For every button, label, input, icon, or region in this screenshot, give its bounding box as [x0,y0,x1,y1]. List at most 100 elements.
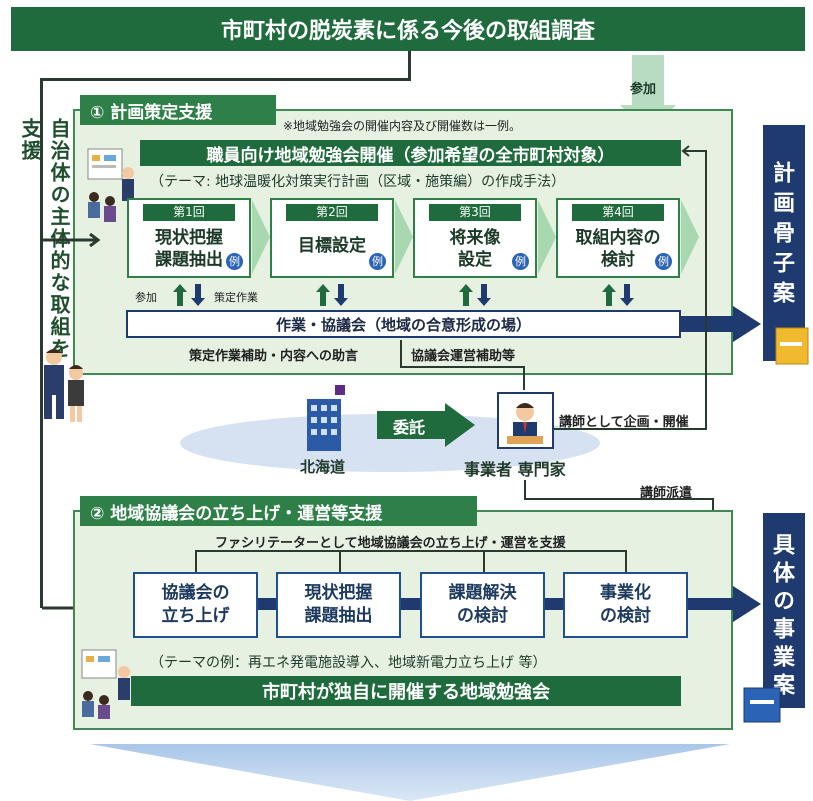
hokkaido-label: 北海道 [300,458,346,476]
session-title-line: 取組内容の [575,228,661,248]
session-title-line: 現状把握 [155,228,223,248]
right-bottom-box: 具体の事業案 [763,513,805,708]
step-title-line: 協議会の [161,583,230,603]
presenter-illustration [84,145,138,225]
section1-tab: ① 計画策定支援 [80,95,276,125]
lecturer-dispatch-label: 講師派遣 [640,486,693,501]
title-bar: 市町村の脱炭素に係る今後の取組調査 [11,7,805,51]
arrow-label-drafting: 策定作業 [214,291,258,304]
step-box-1: 協議会の立ち上げ [133,572,258,638]
dispatch-line [524,480,526,500]
session-number: 第1回 [143,204,235,221]
session-card-4: 第4回 取組内容の検討 例 [556,198,680,278]
support-connector [400,340,402,368]
book-icon [774,326,810,366]
session-number: 第2回 [286,204,378,221]
example-badge: 例 [512,253,529,270]
example-badge: 例 [369,253,386,270]
down-chevron-icon [90,744,730,801]
arrow-label-participate: 参加 [135,291,157,304]
support-connector [523,366,525,390]
facilitator-label: ファシリテーターとして地域協議会の立ち上げ・運営を支援 [215,536,566,551]
feedback-line [554,428,707,430]
step-title-line: 課題抽出 [304,606,373,626]
updown-arrows-icon [459,284,491,306]
left-arrowhead-icon [681,145,707,157]
concrete-project-label: 具体の事業案 [769,533,794,701]
building-icon [303,385,347,453]
step-box-2: 現状把握課題抽出 [276,572,401,638]
people-meeting-icon [81,649,130,719]
updown-arrows-icon [316,284,348,306]
session-card-3: 第3回 将来像設定 例 [413,198,537,278]
step-title-line: 立ち上げ [161,606,230,626]
plan-outline-label: 計画骨子案 [769,161,794,311]
support-label-right: 協議会運営補助等 [411,349,516,364]
feedback-line [705,150,707,430]
section1-tab-label: ① 計画策定支援 [90,102,213,123]
chevron-arrow [395,200,413,274]
dispatch-line [524,498,714,500]
section2-footer: 市町村が独自に開催する地域勉強会 [262,682,550,703]
step-box-4: 事業化の検討 [563,572,688,638]
right-top-box: 計画骨子案 [763,125,805,361]
right-arrowhead-icon [42,233,101,247]
section1-theme: （テーマ: 地球温暖化対策実行計画（区域・施策編）の作成手法） [150,174,566,190]
chevron-arrow [538,200,556,274]
expert-label: 事業者 専門家 [464,460,566,479]
right-arrow-icon [681,306,761,342]
right-arrow-icon [697,586,761,622]
step-title-line: 現状把握 [304,583,373,603]
connector-line [40,78,411,81]
theme-example: （テーマの例：再エネ発電施設導入、地域新電力立ち上げ 等） [150,655,547,671]
section1-heading-bar: 職員向け地域勉強会開催（参加希望の全市町村対象） [140,140,681,166]
section2-tab-label: ② 地域協議会の立ち上げ・運営等支援 [90,503,383,524]
expert-icon [497,392,554,449]
facilitator-line [483,550,485,572]
updown-arrows-icon [602,284,634,306]
chevron-arrow [252,200,270,274]
step-title-line: の検討 [457,606,508,626]
commission-arrow-icon [377,403,475,447]
support-label-left: 策定作業補助・内容への助言 [189,349,359,364]
facilitator-line [339,550,341,572]
book-icon [742,686,782,724]
step-title-line: 事業化 [600,583,651,603]
lecturer-plan-label: 講師として企画・開催 [559,415,689,430]
session-number: 第3回 [429,204,521,221]
session-title-line: 目標設定 [298,236,366,256]
step-title-line: の検討 [600,606,651,626]
commission-label: 委託 [393,418,426,437]
session-title-line: 課題抽出 [155,250,223,270]
support-connector [400,366,525,368]
facilitator-line [195,550,627,552]
step-box-3: 課題解決の検討 [420,572,545,638]
page-title: 市町村の脱炭素に係る今後の取組調査 [220,19,595,44]
example-badge: 例 [226,253,243,270]
section2-footer-bar: 市町村が独自に開催する地域勉強会 [131,676,681,706]
chevron-arrow [681,200,699,274]
session-title-line: 設定 [458,250,492,270]
session-card-1: 第1回 現状把握課題抽出 例 [127,198,251,278]
council-bar: 作業・協議会（地域の合意形成の場） [126,310,681,338]
section1-heading: 職員向け地域勉強会開催（参加希望の全市町村対象） [206,145,615,166]
participation-label: 参加 [630,82,657,97]
connector-line [408,51,411,79]
supporter-illustration [36,345,92,425]
facilitator-line [625,550,627,572]
connector-line [40,78,43,608]
presenter-illustration [78,648,134,720]
session-number: 第4回 [572,204,664,221]
session-title-line: 将来像 [449,228,501,248]
session-title-line: 検討 [601,250,635,270]
facilitator-line [195,550,197,572]
council-bar-label: 作業・協議会（地域の合意形成の場） [275,315,531,334]
people-icon [44,349,84,422]
session-card-2: 第2回 目標設定 例 [270,198,394,278]
people-meeting-icon [87,148,134,222]
step-title-line: 課題解決 [448,583,517,603]
left-vertical-label: 自治体の主体的な取組を支援 [18,118,71,360]
example-badge: 例 [655,253,672,270]
updown-arrows-icon [173,284,205,306]
section2-tab: ② 地域協議会の立ち上げ・運営等支援 [80,496,477,526]
